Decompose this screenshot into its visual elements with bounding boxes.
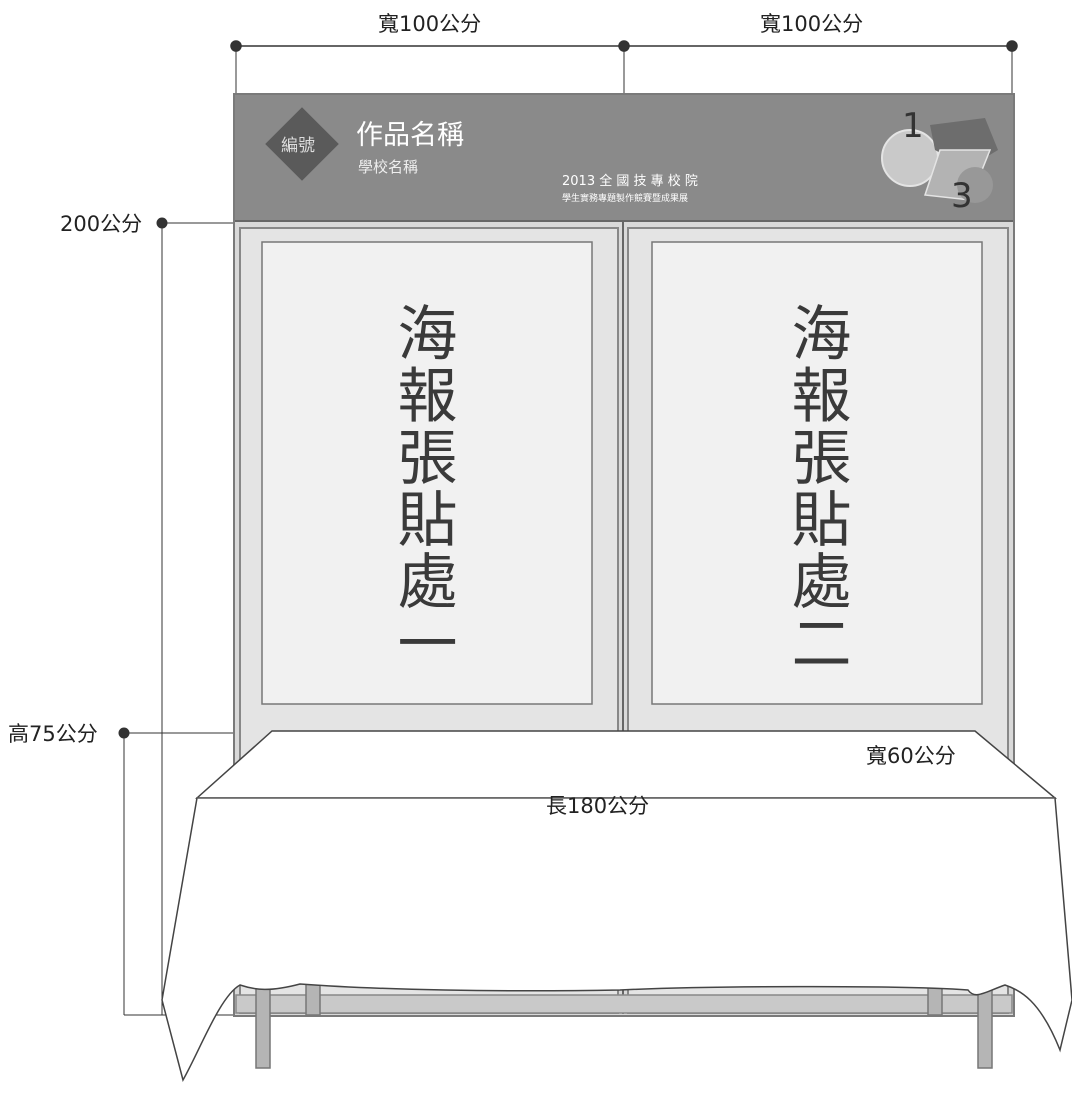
poster-left xyxy=(261,241,593,705)
badge-label: 編號 xyxy=(281,136,315,156)
height-label: 200公分 xyxy=(60,212,143,236)
table-length-label: 長180公分 xyxy=(546,794,650,818)
project-title: 作品名稱 xyxy=(356,120,464,151)
logo-icon xyxy=(881,118,998,203)
school-name: 學校名稱 xyxy=(358,158,419,176)
poster-right-label: 海報張貼處二 xyxy=(781,302,851,674)
table-height-label: 高75公分 xyxy=(8,722,98,746)
table-depth-label: 寬60公分 xyxy=(866,744,956,768)
table-legs xyxy=(255,974,993,1069)
badge-diamond xyxy=(265,107,339,181)
width-label-right: 寬100公分 xyxy=(760,12,864,36)
poster-right xyxy=(651,241,983,705)
tablecloth xyxy=(161,730,1072,1082)
event-subtitle: 學生實務專題製作競賽暨成果展 xyxy=(562,194,689,204)
logo-number-bottom: 3 xyxy=(951,176,973,216)
width-label-left: 寬100公分 xyxy=(378,12,482,36)
event-title: 2013 全 國 技 專 校 院 xyxy=(562,174,698,189)
width-dimension-line xyxy=(230,40,1018,95)
poster-left-label: 海報張貼處一 xyxy=(387,302,457,674)
logo-number-top: 1 xyxy=(902,106,924,146)
